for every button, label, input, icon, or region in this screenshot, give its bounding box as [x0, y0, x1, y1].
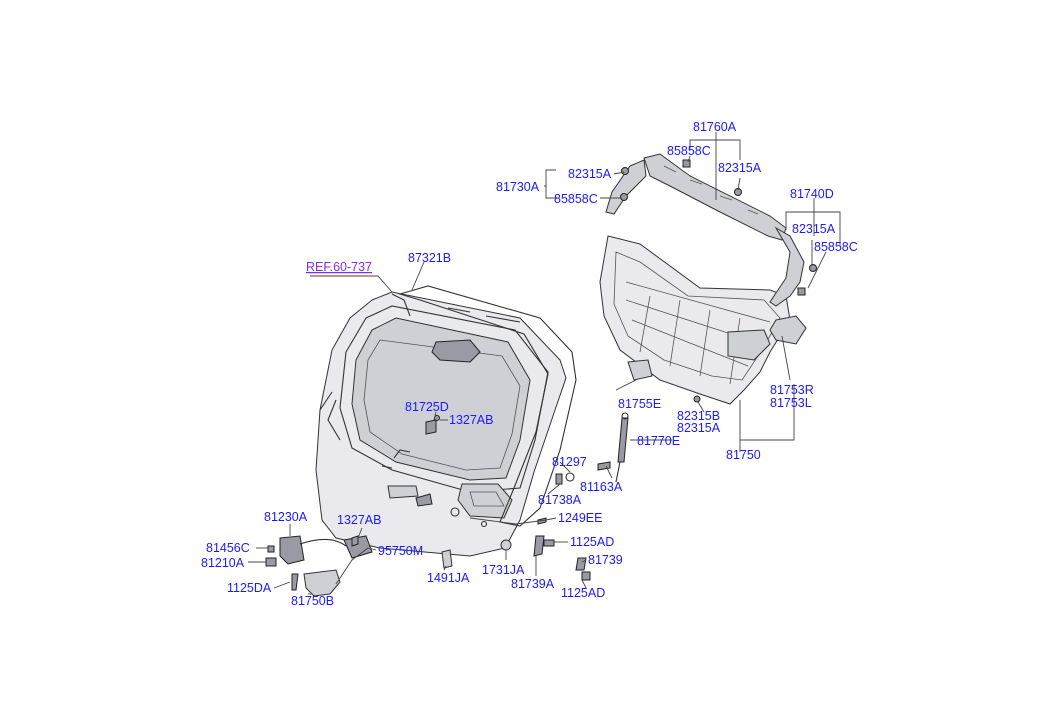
- label-1125AD-b: 1125AD: [561, 586, 605, 600]
- label-87321B: 87321B: [408, 251, 451, 265]
- label-81739: 81739: [588, 553, 623, 567]
- label-81740D: 81740D: [790, 187, 834, 201]
- gas-strut-81770E: [615, 412, 629, 483]
- label-81755E: 81755E: [618, 397, 661, 411]
- label-1327AB-mid: 1327AB: [449, 413, 493, 427]
- label-81456C: 81456C: [206, 541, 250, 555]
- inner-trim-panel: [599, 235, 791, 405]
- tailgate-panel: [315, 291, 567, 557]
- label-81230A: 81230A: [264, 510, 308, 524]
- label-81750B: 81750B: [291, 594, 334, 608]
- handle-81750B: [303, 569, 341, 597]
- label-1249EE: 1249EE: [558, 511, 602, 525]
- label-1125AD-a: 1125AD: [570, 535, 614, 549]
- upper-trim-81760A: [643, 153, 787, 241]
- label-1327AB-low: 1327AB: [337, 513, 381, 527]
- part-labels: REF.60-737 87321B 81760A 85858C 82315A 8…: [201, 120, 858, 608]
- leader-lines: [248, 132, 841, 595]
- weatherstrip-87321B: [398, 285, 577, 527]
- label-81739A: 81739A: [511, 577, 555, 591]
- label-81738A: 81738A: [538, 493, 582, 507]
- label-82315A-bottom: 82315A: [677, 421, 721, 435]
- label-82315A-right: 82315A: [792, 222, 836, 236]
- label-82315A-top: 82315A: [718, 161, 762, 175]
- label-81163A: 81163A: [580, 480, 623, 494]
- label-81750: 81750: [726, 448, 761, 462]
- label-81725D: 81725D: [405, 400, 449, 414]
- label-85858C-left: 85858C: [554, 192, 598, 206]
- label-95750M: 95750M: [378, 544, 423, 558]
- label-81730A: 81730A: [496, 180, 540, 194]
- label-1491JA: 1491JA: [427, 571, 470, 585]
- ref-60-737-link[interactable]: REF.60-737: [306, 260, 372, 274]
- label-1731JA: 1731JA: [482, 563, 525, 577]
- label-1125DA: 1125DA: [227, 581, 272, 595]
- label-85858C-right: 85858C: [814, 240, 858, 254]
- label-85858C-top: 85858C: [667, 144, 711, 158]
- side-trim-81730A: [605, 159, 647, 215]
- cap-81755E: [627, 359, 653, 381]
- label-81753R: 81753R: [770, 383, 814, 397]
- latch-81230A: [279, 535, 347, 565]
- label-81210A: 81210A: [201, 556, 245, 570]
- label-82315A-left: 82315A: [568, 167, 612, 181]
- label-81753L: 81753L: [770, 396, 812, 410]
- label-81297: 81297: [552, 455, 587, 469]
- label-82315B: 82315B: [677, 409, 720, 423]
- label-81770E: 81770E: [637, 434, 680, 448]
- side-trim-81740D: [769, 226, 805, 307]
- cover-81753: [769, 315, 807, 345]
- label-81760A: 81760A: [693, 120, 737, 134]
